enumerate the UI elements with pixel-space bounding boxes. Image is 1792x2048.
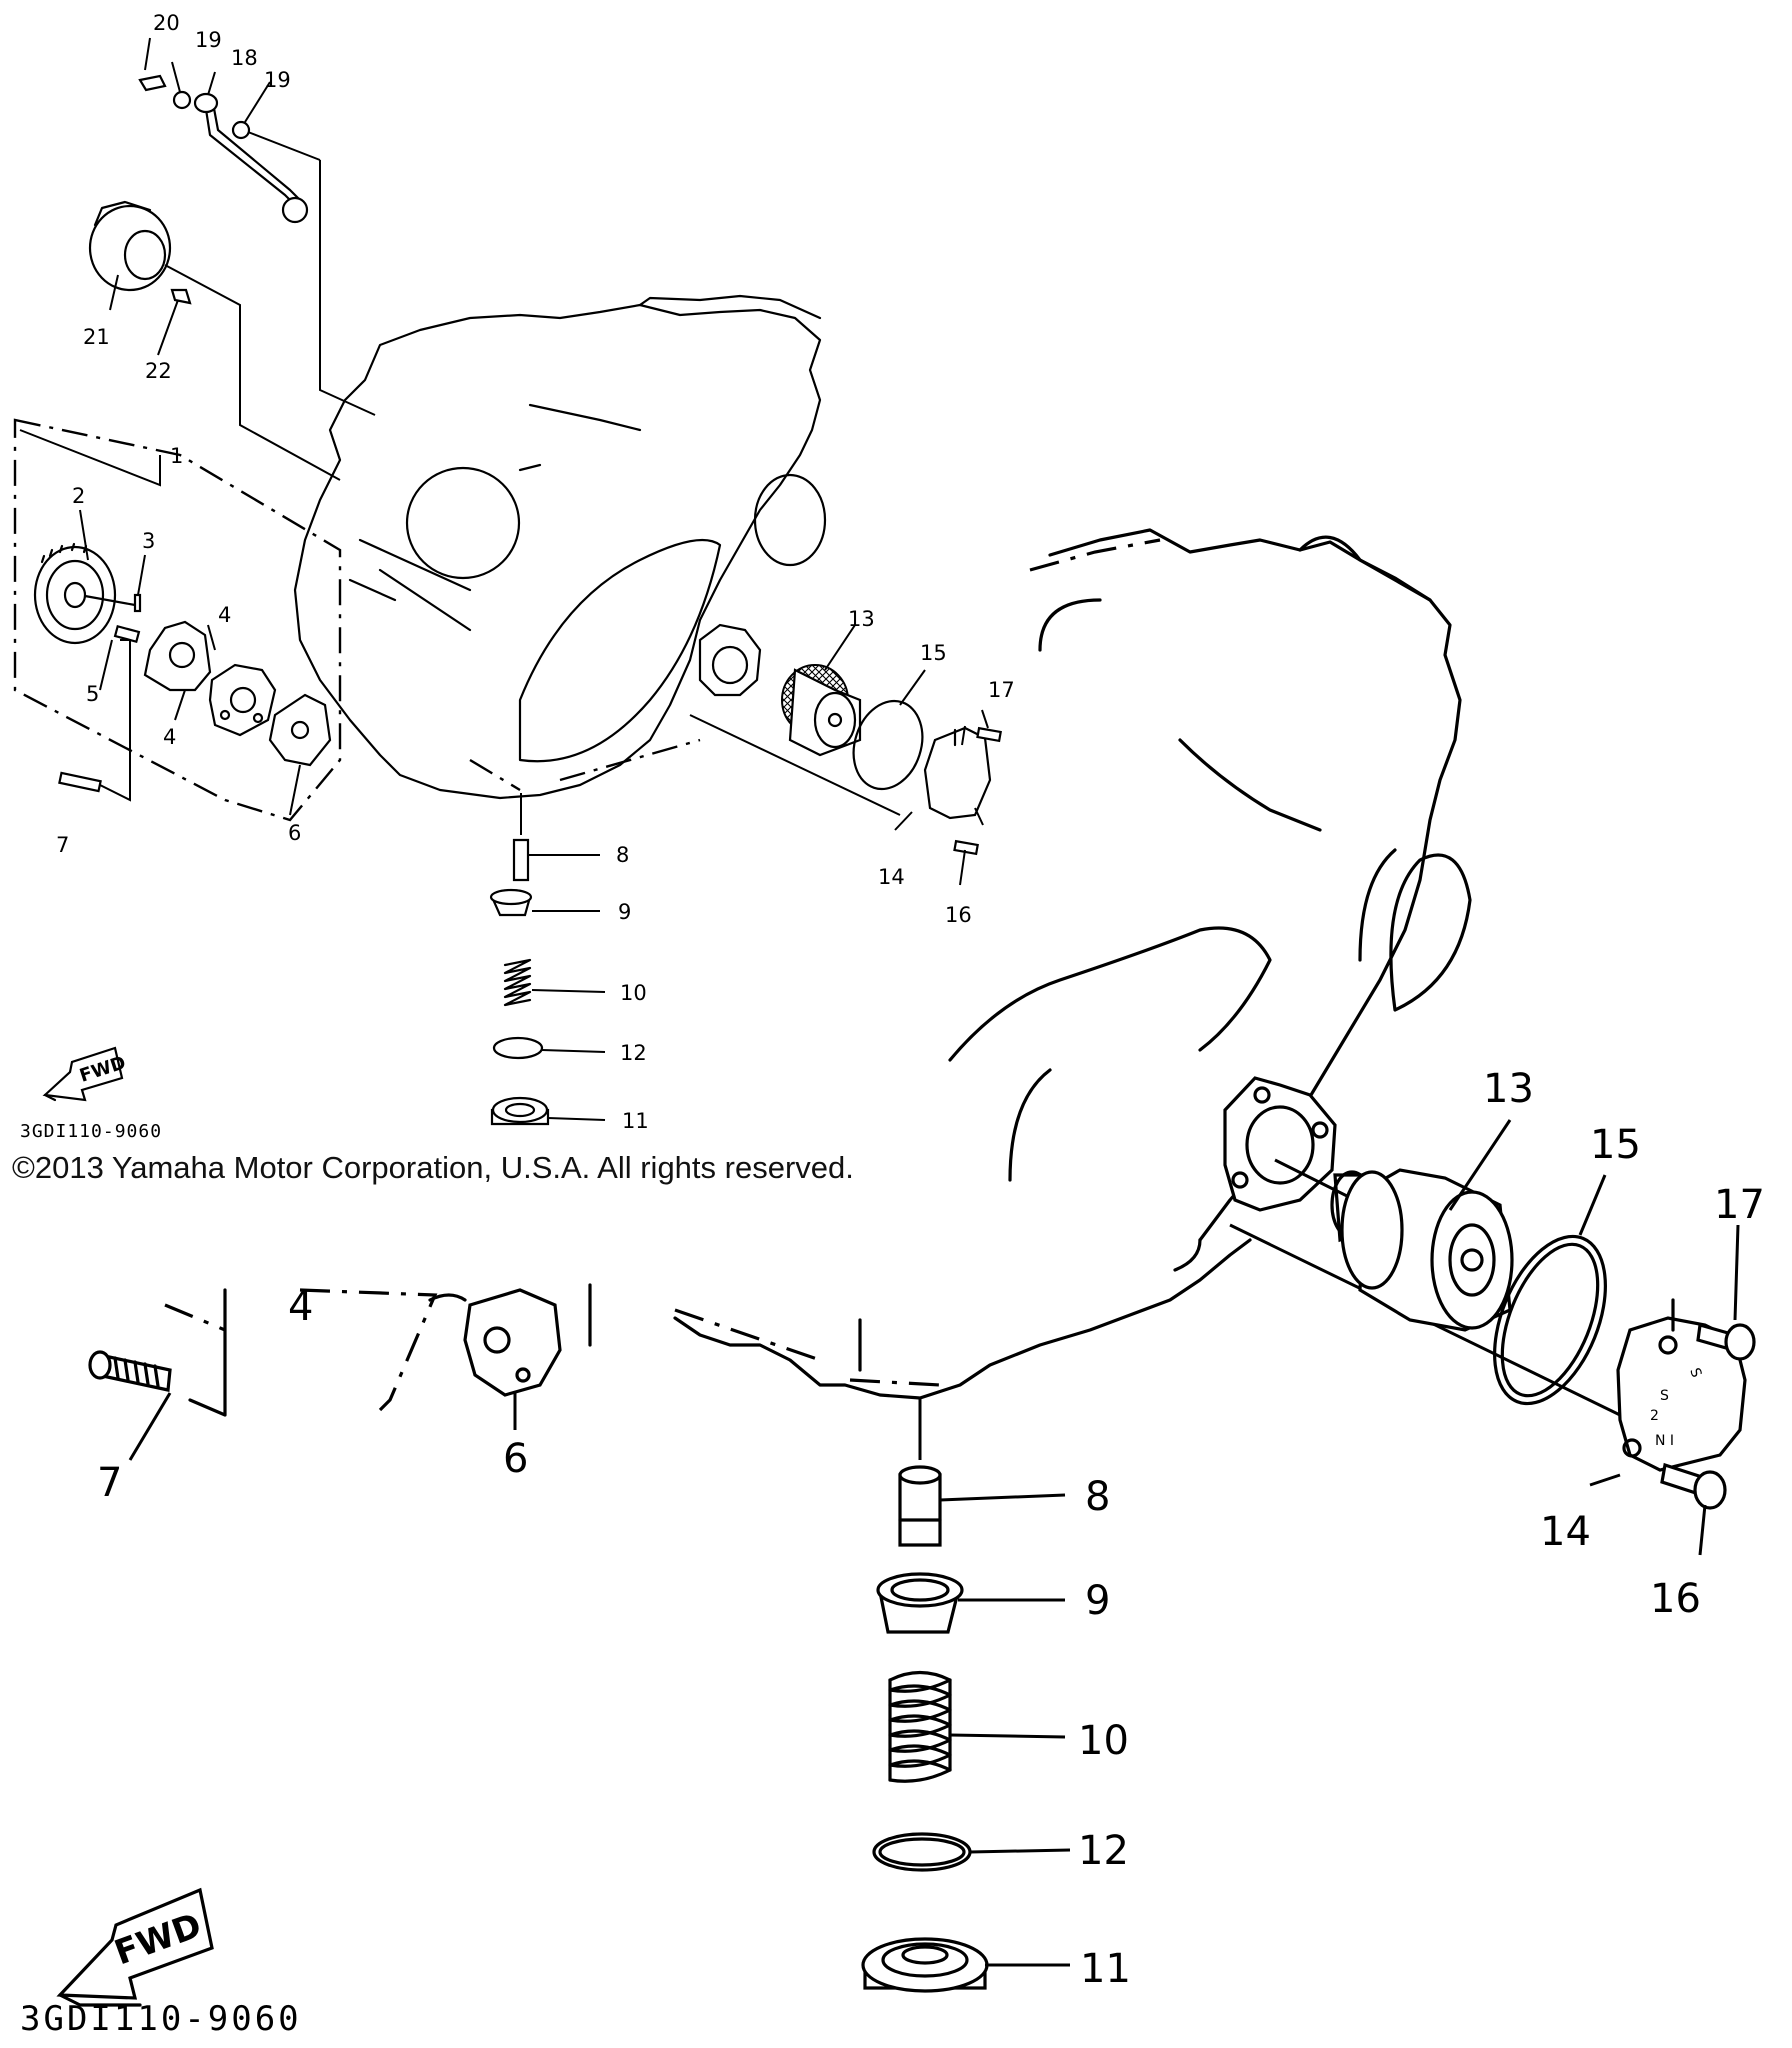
callout-4b: 4 bbox=[163, 725, 176, 749]
callout-11: 11 bbox=[622, 1109, 649, 1133]
crankcase-cover-small bbox=[293, 303, 822, 800]
spring-enlarged bbox=[888, 1670, 952, 1783]
bolt-small bbox=[58, 771, 102, 793]
callout-18: 18 bbox=[231, 46, 258, 70]
filter-gasket-enlarged bbox=[1223, 1076, 1337, 1212]
callout-22: 22 bbox=[145, 359, 172, 383]
callout-10: 10 bbox=[620, 981, 647, 1005]
diagram-code-enlarged: 3GDI110-9060 bbox=[20, 1999, 302, 2039]
callout-12-enlarged: 12 bbox=[1078, 1828, 1129, 1874]
callout-1: 1 bbox=[170, 444, 183, 468]
callout-15: 15 bbox=[920, 641, 947, 665]
filter-cover-small bbox=[923, 726, 992, 820]
pump-gasket-small bbox=[268, 693, 332, 767]
callout-19b: 19 bbox=[264, 68, 291, 92]
callout-19a: 19 bbox=[195, 28, 222, 52]
svg-text:2: 2 bbox=[1650, 1408, 1659, 1424]
oil-pipe-small bbox=[203, 101, 302, 212]
callout-2: 2 bbox=[72, 484, 85, 508]
callout-15-enlarged: 15 bbox=[1590, 1122, 1641, 1168]
callout-16-enlarged: 16 bbox=[1650, 1576, 1701, 1622]
callout-4-enlarged: 4 bbox=[288, 1284, 313, 1330]
callout-20: 20 bbox=[153, 11, 180, 35]
pump-gasket-enlarged bbox=[463, 1288, 562, 1397]
oring-drain-small bbox=[492, 1036, 544, 1060]
callout-11-enlarged: 11 bbox=[1080, 1946, 1131, 1992]
leader-lines bbox=[19, 37, 1740, 1967]
fwd-arrow-enlarged: FWD bbox=[56, 1887, 214, 2007]
small-view bbox=[13, 74, 1002, 1126]
fwd-arrow-small: FWD bbox=[42, 1046, 128, 1102]
callout-6-enlarged: 6 bbox=[503, 1436, 528, 1482]
enlarged-view: S S 2 N I bbox=[88, 528, 1756, 1993]
pump-drive-collar-small bbox=[88, 204, 172, 292]
callout-3: 3 bbox=[142, 529, 155, 553]
oil-pump-assy-box bbox=[13, 418, 342, 822]
callout-14-enlarged: 14 bbox=[1540, 1509, 1591, 1555]
callout-12: 12 bbox=[620, 1041, 647, 1065]
filter-gasket-small bbox=[698, 623, 762, 697]
callout-13-enlarged: 13 bbox=[1483, 1066, 1534, 1112]
callout-10-enlarged: 10 bbox=[1078, 1718, 1129, 1764]
pump-body-small bbox=[143, 620, 212, 692]
filter-oring-enlarged bbox=[1493, 1234, 1607, 1406]
screw-small bbox=[113, 624, 141, 644]
copyright-text: ©2013 Yamaha Motor Corporation, U.S.A. A… bbox=[12, 1150, 854, 1185]
callout-17-enlarged: 17 bbox=[1714, 1182, 1765, 1228]
callout-7-enlarged: 7 bbox=[97, 1460, 122, 1506]
callout-8: 8 bbox=[616, 843, 629, 867]
svg-text:N I: N I bbox=[1655, 1433, 1674, 1449]
spring-small bbox=[503, 958, 532, 1007]
callout-13: 13 bbox=[848, 607, 875, 631]
diagram-code-small: 3GDI110-9060 bbox=[20, 1121, 162, 1142]
svg-text:S: S bbox=[1660, 1388, 1669, 1404]
callout-16: 16 bbox=[945, 903, 972, 927]
callout-17: 17 bbox=[988, 678, 1015, 702]
callout-14: 14 bbox=[878, 865, 905, 889]
callouts-small: 1 2 3 4 4 5 6 7 8 9 10 11 12 13 14 15 16… bbox=[56, 11, 1015, 1133]
callout-8-enlarged: 8 bbox=[1085, 1474, 1110, 1520]
callout-21: 21 bbox=[83, 325, 110, 349]
crankcase-cover-enlarged bbox=[1048, 528, 1462, 1242]
callout-4a: 4 bbox=[218, 603, 231, 627]
callout-5: 5 bbox=[86, 682, 99, 706]
drain-pipe-enlarged bbox=[898, 1473, 942, 1547]
callout-9-enlarged: 9 bbox=[1085, 1578, 1110, 1624]
callouts-enlarged: 4 6 7 8 9 10 11 12 13 14 15 16 17 bbox=[97, 1066, 1765, 1992]
callout-9: 9 bbox=[618, 900, 631, 924]
callout-6: 6 bbox=[288, 821, 301, 845]
drain-pipe-small bbox=[512, 838, 530, 882]
callout-7: 7 bbox=[56, 833, 69, 857]
pump-rotor-small bbox=[208, 663, 277, 737]
